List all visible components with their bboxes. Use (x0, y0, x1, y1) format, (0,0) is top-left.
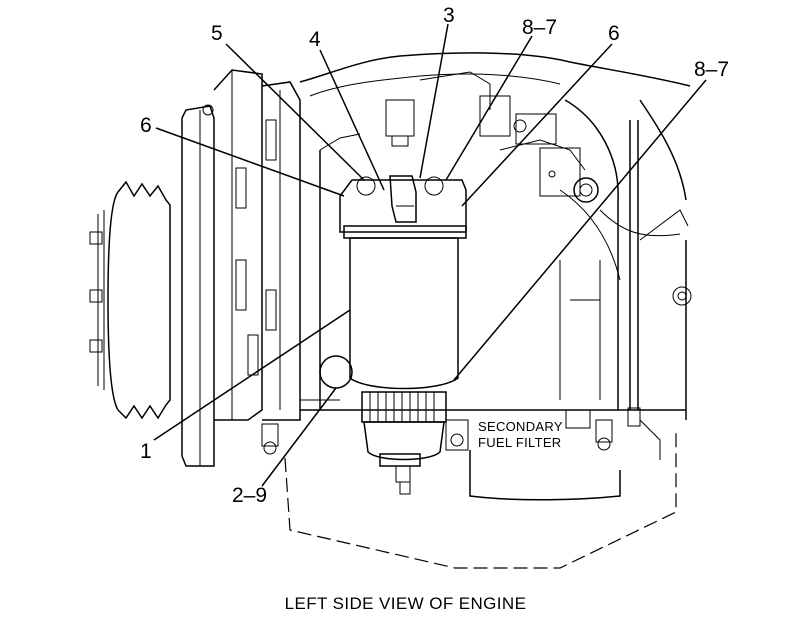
crankshaft-pulley (89, 180, 171, 420)
fuel-filter-assembly (319, 175, 467, 495)
front-housing (181, 69, 301, 467)
callout-5: 5 (211, 22, 223, 45)
figure-caption: LEFT SIDE VIEW OF ENGINE (284, 594, 527, 613)
leader-lines (153, 23, 707, 487)
label-secondary: SECONDARY (478, 419, 563, 434)
callout-2-9: 2–9 (232, 484, 267, 507)
engine-block (261, 52, 692, 569)
callout-4: 4 (309, 28, 321, 51)
callout-6-left: 6 (140, 114, 152, 137)
callout-8-7-right: 8–7 (694, 58, 729, 81)
callout-3: 3 (443, 4, 455, 27)
callout-6-right: 6 (608, 22, 620, 45)
label-fuel-filter: FUEL FILTER (478, 435, 561, 450)
callout-8-7-top: 8–7 (522, 16, 557, 39)
callout-1: 1 (140, 440, 152, 463)
